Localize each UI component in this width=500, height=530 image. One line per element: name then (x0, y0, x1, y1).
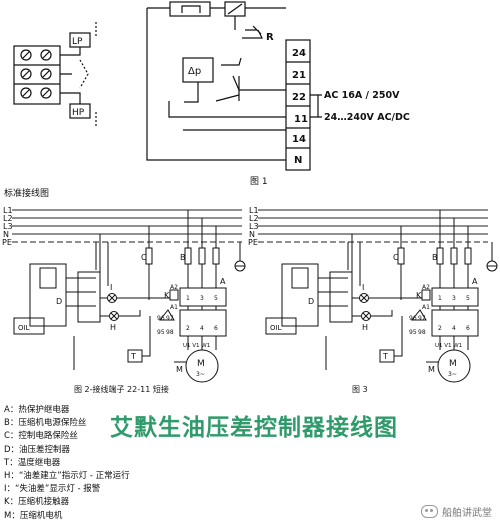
terminal-14: 14 (292, 134, 306, 145)
term-6: 6 (214, 325, 218, 332)
contact-96: 96 (157, 315, 165, 322)
label-d-fig3: D (308, 297, 314, 306)
line-l1: L1 (3, 206, 13, 215)
label-a-fig3: A (472, 277, 478, 286)
figure-2-circuit (13, 210, 246, 383)
term-6-fig3: 6 (466, 325, 470, 332)
term-1: 1 (186, 295, 190, 302)
term-1-fig3: 1 (438, 295, 442, 302)
terminal-n: N (294, 155, 302, 166)
terminal-21: 21 (292, 70, 306, 81)
label-a2-fig3: A2 (422, 284, 430, 291)
rating-dc: 24…240V AC/DC (324, 112, 410, 123)
term-5: 5 (214, 295, 218, 302)
label-h: H (110, 323, 116, 332)
brand-watermark: 船舶讲武堂 (421, 504, 492, 519)
label-k-fig3: K (416, 291, 422, 300)
motor-sub: 3~ (196, 371, 205, 378)
term-3: 3 (200, 295, 204, 302)
term-3-fig3: 3 (452, 295, 456, 302)
label-t: T (130, 352, 136, 361)
line-l1-right: L1 (249, 206, 259, 215)
label-h-fig3: H (362, 323, 368, 332)
contact-95-fig3: 95 (409, 329, 417, 336)
figure-1-caption: 图 1 (250, 176, 268, 187)
line-pe: PE (2, 238, 12, 247)
term-2-fig3: 2 (438, 325, 442, 332)
legend-item-i: I：“失油差”显示灯 - 报警 (4, 484, 101, 495)
figure-3-caption: 图 3 (352, 385, 368, 394)
dp-label: Δp (188, 66, 201, 77)
term-5-fig3: 5 (466, 295, 470, 302)
motor-symbol-fig3: M (449, 359, 457, 369)
line-l2: L2 (3, 214, 13, 223)
terminal-11: 11 (294, 114, 308, 125)
label-i: I (110, 283, 112, 292)
label-a2: A2 (170, 284, 178, 291)
wechat-icon (421, 505, 438, 518)
line-n-right: N (249, 230, 255, 239)
contact-97: 97 (166, 315, 174, 322)
label-i-fig3: I (362, 283, 364, 292)
label-a: A (220, 277, 226, 286)
main-title: 艾默生油压差控制器接线图 (110, 415, 398, 441)
line-n: N (3, 230, 9, 239)
contact-97-fig3: 97 (418, 315, 426, 322)
motor-terminals-fig3: U1 V1 W1 (435, 343, 462, 349)
term-4: 4 (200, 325, 204, 332)
label-a1: A1 (170, 304, 178, 311)
line-l3: L3 (3, 222, 13, 231)
lp-label: LP (72, 37, 83, 47)
line-l3-right: L3 (249, 222, 259, 231)
figure-2-caption: 图 2-接线端子 22-11 短接 (74, 384, 169, 394)
r-label: R (266, 32, 274, 43)
label-c: C (141, 253, 147, 262)
motor-sub-fig3: 3~ (448, 371, 457, 378)
legend-item-d: D：油压差控制器 (4, 444, 71, 455)
legend: A：热保护继电器 B：压缩机电源保险丝 C：控制电路保险丝 D：油压差控制器 T… (4, 404, 130, 523)
contact-96-fig3: 96 (409, 315, 417, 322)
rating-ac: AC 16A / 250V (324, 90, 400, 101)
terminal-22: 22 (292, 92, 306, 103)
motor-terminals: U1 V1 W1 (183, 343, 210, 349)
legend-item-c: C：控制电路保险丝 (4, 431, 78, 442)
term-4-fig3: 4 (452, 325, 456, 332)
label-oil-fig3: OIL (270, 324, 282, 332)
legend-item-b: B：压缩机电源保险丝 (4, 418, 87, 429)
label-c-fig3: C (393, 253, 399, 262)
motor-symbol: M (197, 359, 205, 369)
label-m: M (176, 365, 183, 374)
wiring-heading: 标准接线图 (4, 187, 49, 199)
line-pe-right: PE (248, 238, 258, 247)
hp-label: HP (72, 108, 85, 118)
label-k: K (164, 291, 170, 300)
brand-name: 船舶讲武堂 (442, 508, 492, 519)
contact-98: 98 (166, 329, 174, 336)
term-2: 2 (186, 325, 190, 332)
label-m-fig3: M (428, 365, 435, 374)
label-a1-fig3: A1 (422, 304, 430, 311)
label-t-fig3: T (382, 352, 388, 361)
contact-95: 95 (157, 329, 165, 336)
contact-98-fig3: 98 (418, 329, 426, 336)
legend-item-t: T：温度继电器 (4, 457, 61, 468)
label-b-fig3: B (432, 253, 438, 262)
legend-item-h: H：“油差建立”指示灯 - 正常运行 (4, 471, 130, 482)
label-oil: OIL (18, 324, 30, 332)
legend-item-k: K：压缩机接触器 (4, 497, 70, 508)
legend-item-m: M：压缩机电机 (4, 510, 63, 521)
label-b: B (180, 253, 186, 262)
terminal-24: 24 (292, 48, 306, 59)
pressure-switch-block (13, 45, 61, 105)
label-d: D (56, 297, 62, 306)
line-l2-right: L2 (249, 214, 259, 223)
legend-item-a: A：热保护继电器 (4, 405, 70, 415)
